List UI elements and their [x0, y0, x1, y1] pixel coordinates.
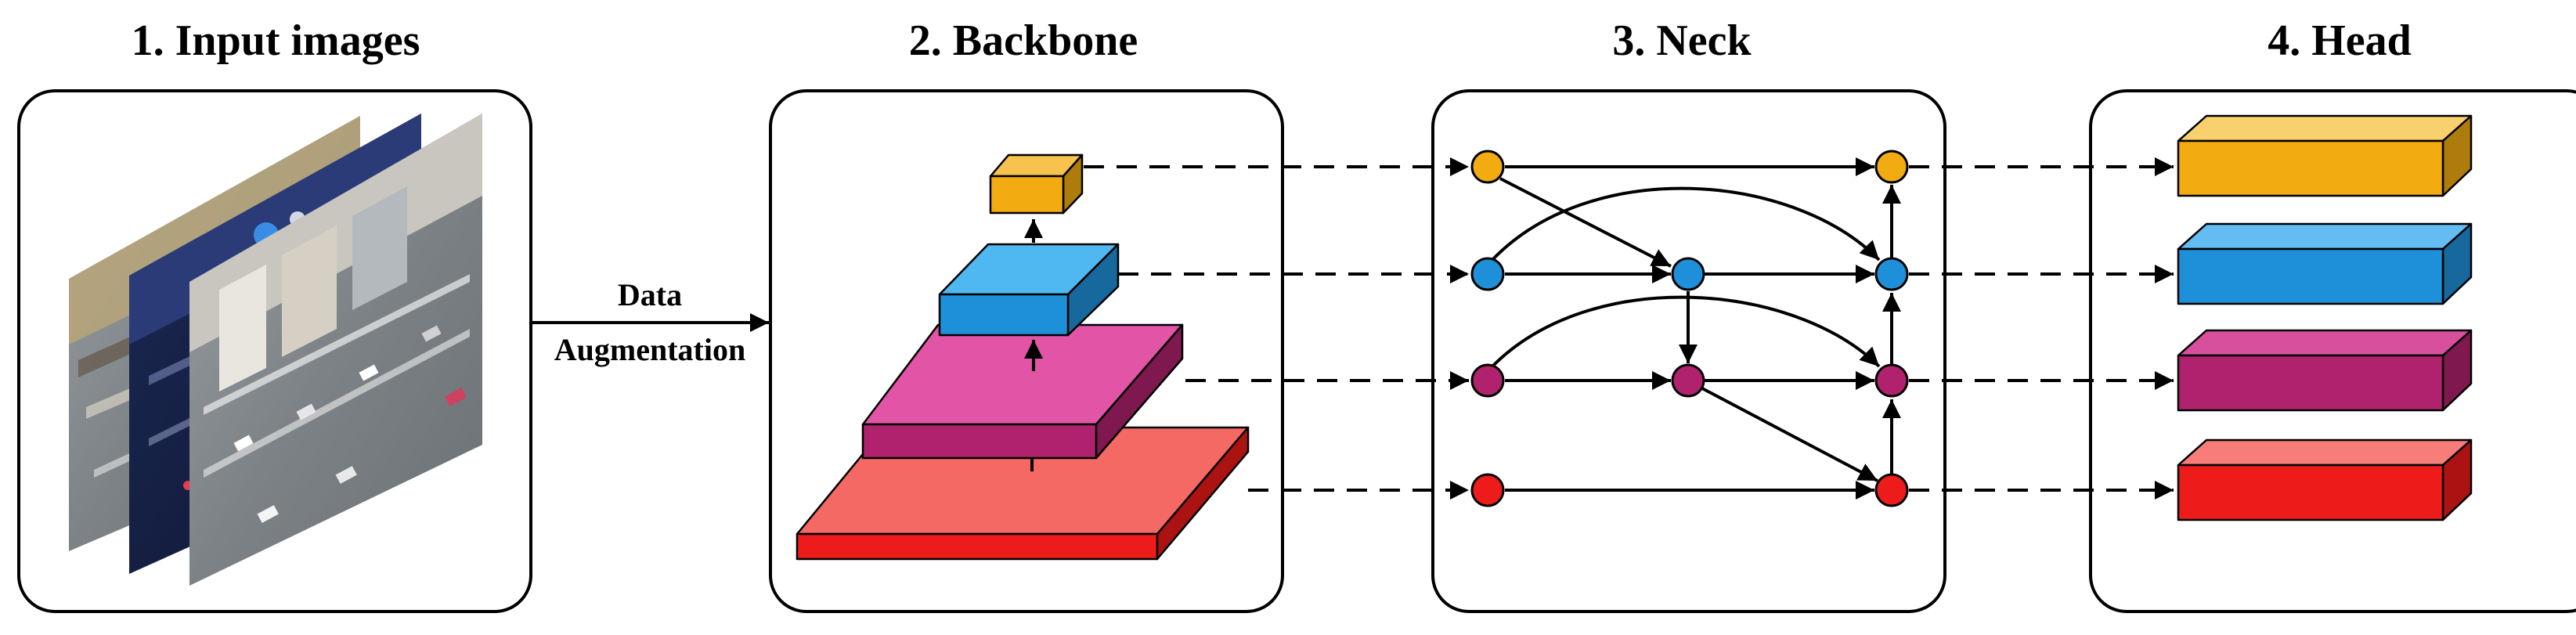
head-outputs: [2177, 114, 2473, 521]
backbone-level-1: [989, 153, 1084, 215]
neck-node-a3: [1470, 363, 1505, 398]
neck-edge-a1-b2: [1499, 177, 1672, 268]
head-output-2: [2177, 222, 2473, 305]
head-output-1: [2177, 114, 2473, 197]
title-backbone: 2. Backbone: [909, 16, 1138, 65]
neck-edge-b3-c4: [1701, 387, 1878, 482]
title-head: 4. Head: [2268, 16, 2412, 65]
neck-node-c1: [1874, 150, 1909, 184]
backbone-level-2: [938, 243, 1120, 337]
input-image-front: [189, 114, 482, 586]
neck-node-a2: [1470, 257, 1505, 291]
neck-node-b2: [1671, 257, 1705, 291]
input-image-stack: [69, 114, 482, 586]
neck-node-a1: [1470, 150, 1505, 184]
neck-node-a4: [1470, 473, 1505, 507]
title-neck: 3. Neck: [1612, 16, 1752, 65]
neck-nodes: [1470, 150, 1909, 507]
edge-label-line2: Augmentation: [554, 332, 745, 367]
neck-node-b3: [1671, 363, 1705, 398]
backbone-pyramid: [796, 153, 1250, 561]
neck-edge-a2-c2: [1489, 186, 1881, 263]
neck-node-c4: [1874, 473, 1909, 507]
neck-node-c2: [1874, 257, 1909, 291]
head-output-4: [2177, 438, 2473, 521]
title-input-images: 1. Input images: [132, 16, 420, 65]
neck-edge-a3-c3: [1489, 295, 1881, 370]
neck-node-c3: [1874, 363, 1909, 398]
edge-label-line1: Data: [618, 277, 682, 312]
neck-connections: [1489, 157, 1901, 500]
backbone-level-3: [861, 323, 1184, 460]
head-output-3: [2177, 329, 2473, 412]
